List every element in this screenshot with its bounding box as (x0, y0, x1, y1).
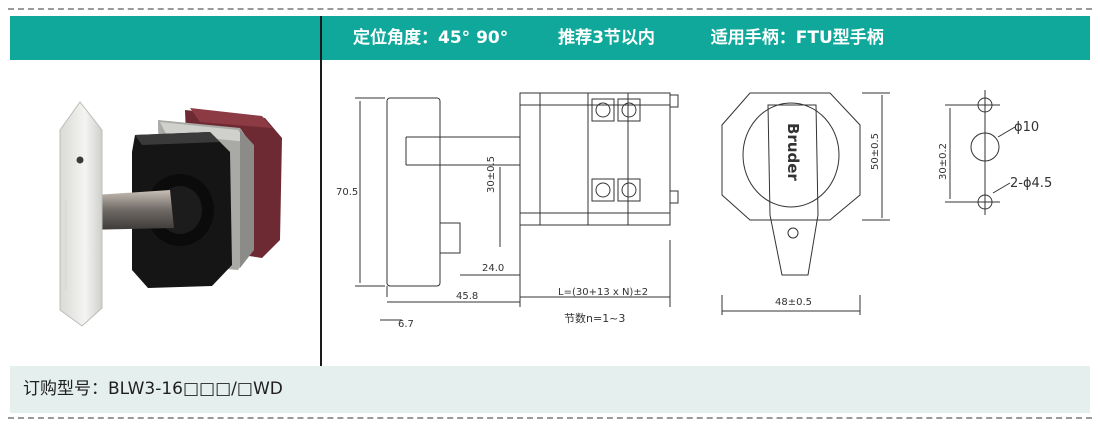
sections-note: 节数n=1~3 (564, 312, 625, 325)
length-formula: L=(30+13 x N)±2 (558, 287, 648, 298)
positioning-angle-text: 定位角度：45° 90° (353, 28, 509, 48)
base-dimension: 45.8 (456, 291, 478, 302)
hole-spacing-dimension: 30±0.2 (938, 143, 949, 180)
vertical-divider (320, 16, 322, 366)
handle-brand-label: Bruder (784, 123, 802, 181)
center-hole-diameter: ϕ10 (1014, 120, 1039, 135)
handle-height-dimension: 50±0.5 (870, 133, 881, 170)
offset-dimension: 24.0 (482, 263, 504, 274)
dimension-drawing: 70.5 30±0.5 24.0 45.8 6.7 L=(30+13 x N)±… (336, 90, 1052, 330)
order-code-bar: 订购型号：BLW3-16□□□/□WD (10, 366, 1090, 413)
product-photo (59, 101, 282, 327)
mounting-hole-diameter: 2-ϕ4.5 (1010, 176, 1052, 191)
top-dashed-border (8, 8, 1092, 10)
shaft-dimension: 30±0.5 (486, 156, 497, 193)
bottom-dashed-border (8, 417, 1092, 419)
order-code-text: 订购型号：BLW3-16□□□/□WD (23, 379, 283, 399)
applicable-handle-text: 适用手柄：FTU型手柄 (710, 28, 884, 48)
flange-dimension: 6.7 (398, 319, 414, 330)
recommended-sections-text: 推荐3节以内 (558, 28, 655, 48)
spec-header-text: 定位角度：45° 90° 推荐3节以内 适用手柄：FTU型手柄 (353, 16, 884, 60)
spec-header-bar: 定位角度：45° 90° 推荐3节以内 适用手柄：FTU型手柄 (10, 16, 1090, 60)
height-dimension: 70.5 (336, 187, 358, 198)
handle-width-dimension: 48±0.5 (775, 297, 812, 308)
